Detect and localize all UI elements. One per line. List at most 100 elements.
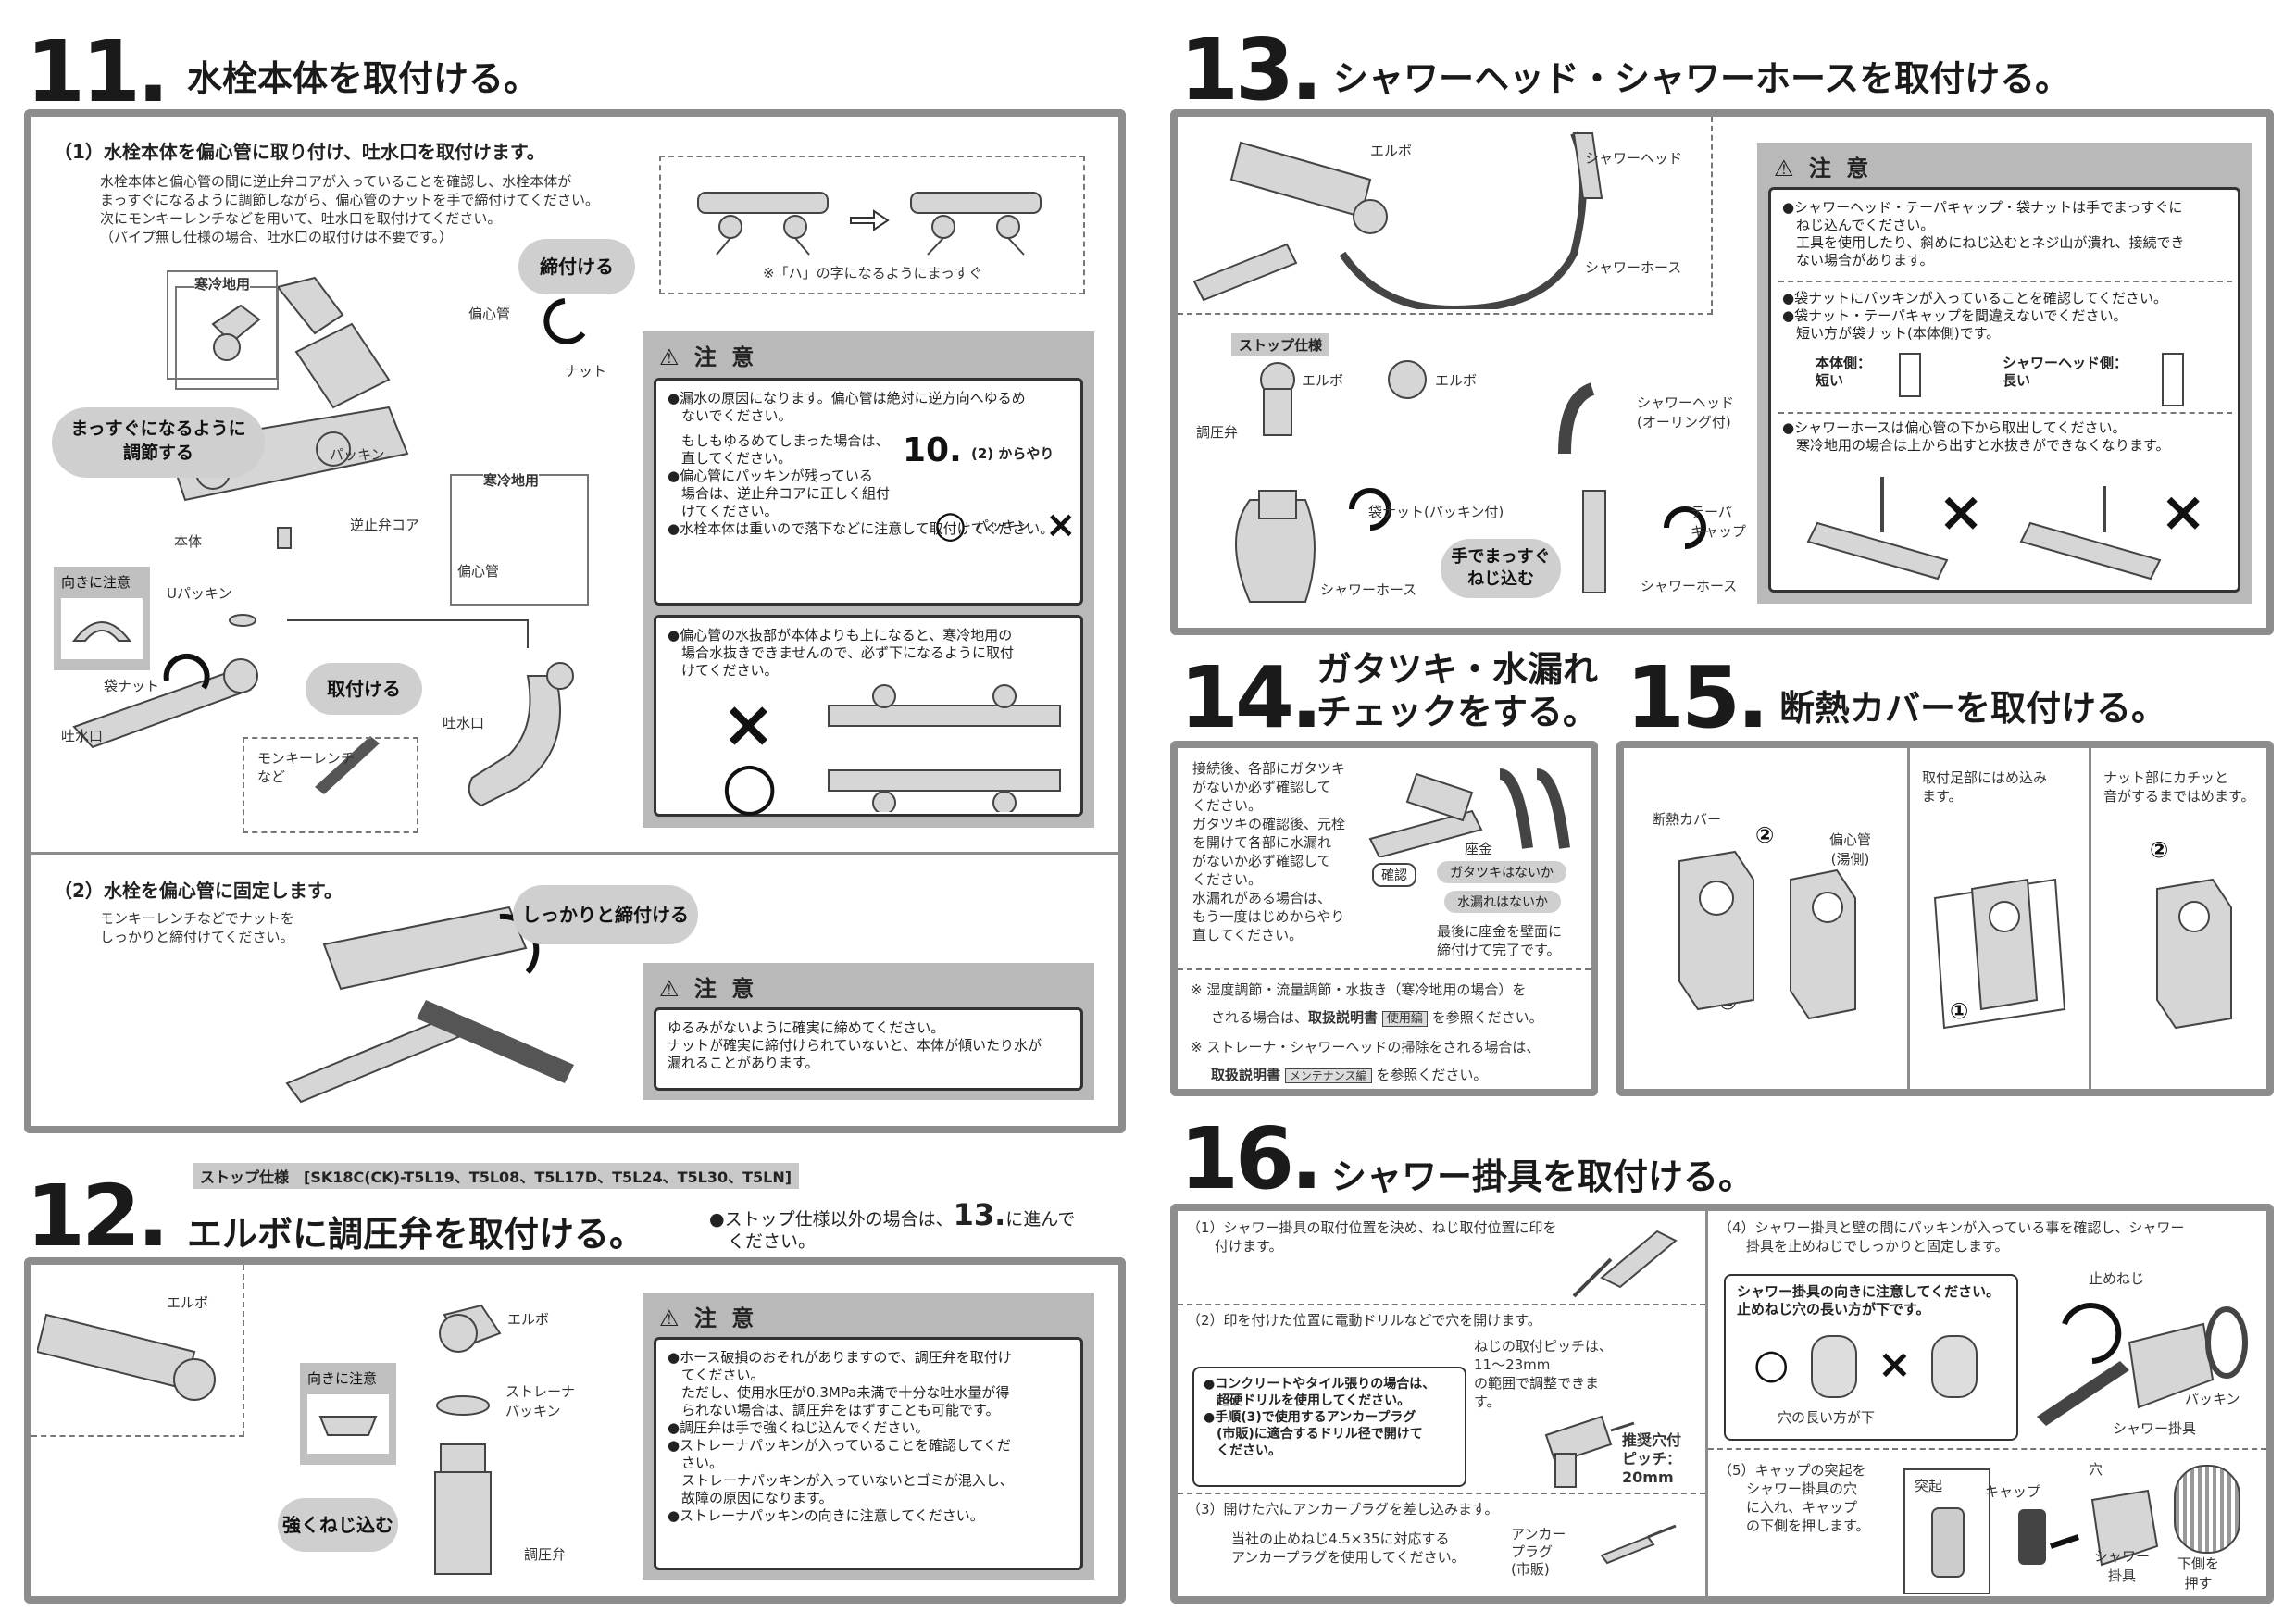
shita-label: 下側を押す <box>2177 1555 2220 1592</box>
cloud-tsuyoku: 強くねじ込む <box>278 1498 398 1552</box>
cap-press-icon <box>2174 1465 2240 1554</box>
hachi-note: ※「ハ」の字になるようにまっすぐ <box>763 265 982 281</box>
s13-taper: テーパキャップ <box>1691 504 1747 540</box>
s13-elbo-3: エルボ <box>1435 372 1478 389</box>
section-12-number: 12. <box>26 1167 169 1266</box>
hose-routing-diagram <box>1806 477 2162 581</box>
hole-correct-icon <box>1811 1335 1857 1398</box>
concrete-note-box: ●コンクリートやタイル張りの場合は、 超硬ドリルを使用してください。●手順(3)… <box>1192 1367 1466 1487</box>
s13-fukuro: 袋ナット(パッキン付) <box>1368 504 1504 520</box>
s14-text: 接続後、各部にガタツキがないか必ず確認してください。 ガタツキの確認後、元栓を開… <box>1192 760 1346 943</box>
s16-cap-illustration <box>2018 1489 2159 1567</box>
tosuiguchi-label-1: 吐水口 <box>61 728 104 744</box>
s11-caution-2: ⚠ 注 意 ゆるみがないように確実に締めてください。ナットが確実に締付けられてい… <box>643 963 1094 1100</box>
bubble-mizumore: 水漏れはないか <box>1444 891 1561 913</box>
drill-icon <box>1544 1415 1635 1488</box>
nut-label: ナット <box>565 363 607 380</box>
section-14-panel <box>1170 741 1598 1096</box>
hole-wrong-icon <box>1931 1335 1978 1398</box>
strainer-packing-icon <box>318 1416 378 1436</box>
s15-fit-illustration <box>1933 878 2066 1030</box>
s13-hose-3: シャワーホース <box>1641 578 1738 594</box>
cloud-toritsukeru: 取付ける <box>306 663 422 715</box>
s13-top-box <box>1178 117 1713 315</box>
s12-stop-tag: ストップ仕様 [SK18C(CK)-T5L19、T5L08、T5L17D、T5L… <box>193 1163 800 1189</box>
fukuro-nut-label: 袋ナット <box>104 678 160 694</box>
caution-packing-label: パッキン <box>975 518 1030 534</box>
anchor-plug-icon <box>1600 1524 1677 1565</box>
kanrei-label-2: 寒冷地用 <box>483 470 540 490</box>
kanrei-label-1: 寒冷地用 <box>194 274 251 294</box>
muki-note-box-16: シャワー掛具の向きに注意してください。止めねじ穴の長い方が下です。 ○ × 穴の… <box>1724 1274 2018 1441</box>
x-mark-big: × <box>721 686 776 762</box>
side-head: シャワーヘッド側：長い <box>2003 355 2128 389</box>
s12-strainer-label: ストレーナパッキン <box>505 1383 576 1419</box>
nagai-label: 穴の長い方が下 <box>1778 1409 1876 1426</box>
muki-box-12: 向きに注意 <box>300 1363 396 1465</box>
s11-step1-title: （1）水栓本体を偏心管に取り付け、吐水口を取付けます。 <box>54 141 545 163</box>
s15-col3: ナット部にカチッと音がするまではめます。 <box>2103 769 2255 805</box>
s13-head-oring: シャワーヘッド(オーリング付) <box>1637 394 1735 431</box>
warning-icon: ⚠ <box>659 1305 683 1331</box>
s11-wrench-illustration <box>285 906 574 1104</box>
section-13-number: 13. <box>1179 20 1323 119</box>
kakegu-label-2: シャワー掛具 <box>2094 1548 2151 1584</box>
o-mark-big: ○ <box>721 747 779 823</box>
s13-chouatsu: 調圧弁 <box>1196 424 1239 441</box>
henshinkan-direction-diagram <box>828 684 1061 812</box>
ref-text: (2) からやり <box>971 445 1054 462</box>
packing-label: パッキン <box>330 446 385 463</box>
s13-elbo-1: エルボ <box>1370 143 1413 159</box>
u-packing-icon <box>71 621 132 642</box>
s14-last: 最後に座金を壁面に締付けて完了です。 <box>1437 923 1563 958</box>
s16-step1: （1）シャワー掛具の取付位置を決め、ねじ取付位置に印を 付けます。 <box>1187 1219 1557 1255</box>
s14-zagane: 座金 <box>1465 841 1493 857</box>
muki-box-11: 向きに注意 <box>54 567 150 670</box>
kanrei-box-1 <box>167 270 278 380</box>
section-15-number: 15. <box>1626 648 1769 747</box>
henshinkan-label-2: 偏心管 <box>457 563 500 580</box>
tokki-box: 突起 <box>1903 1468 1990 1594</box>
s15-henshin-label: 偏心管(湯側) <box>1829 831 1872 868</box>
s12-elbo-label-1: エルボ <box>167 1294 209 1311</box>
x-mark-16: × <box>1878 1341 1912 1388</box>
tosuiguchi-label-2: 吐水口 <box>443 715 485 731</box>
s16-step3b: 当社の止めねじ4.5×35に対応するアンカープラグを使用してください。 <box>1231 1530 1466 1566</box>
cloud-massugu: まっすぐになるように調節する <box>52 407 265 478</box>
s13-shower-hose-1: シャワーホース <box>1585 259 1682 276</box>
s11-step2-text: モンキーレンチなどでナットをしっかりと締付けてください。 <box>100 910 294 945</box>
s15-snap-illustration <box>2156 878 2232 1030</box>
side-hontai: 本体側：短い <box>1816 355 1872 389</box>
hachi-note-box: ※「ハ」の字になるようにまっすぐ <box>659 156 1085 294</box>
s13-hose-illustration <box>1192 131 1603 309</box>
s16-drill-pitch: 推奨穴付ピッチ：20mm <box>1622 1431 1682 1486</box>
s11-step2-title: （2）水栓を偏心管に固定します。 <box>54 880 343 902</box>
u-packing-label: Uパッキン <box>167 585 232 602</box>
s15-cover-illustration <box>1678 850 1856 1020</box>
o-mark: ○ <box>934 504 967 546</box>
s12-chouatsu-label: 調圧弁 <box>524 1546 567 1563</box>
x-mark-13a: × <box>1938 480 1985 544</box>
section-15-title: 断熱カバーを取付ける。 <box>1779 688 2167 729</box>
s13-elbo-2: エルボ <box>1302 372 1344 389</box>
ana-label: 穴 <box>2089 1461 2103 1478</box>
s11-caution-1: ⚠ 注 意 ●漏水の原因になります。偏心管は絶対に逆方向へゆるめ ないでください… <box>643 331 1094 828</box>
s12-corner-box <box>31 1265 244 1437</box>
o-mark-16: ○ <box>1753 1341 1790 1388</box>
s16-step2: （2）印を付けた位置に電動ドリルなどで穴を開けます。 <box>1187 1312 1541 1329</box>
gyakushi-label: 逆止弁コア <box>350 517 420 533</box>
s13-caution: ⚠ 注 意 ●シャワーヘッド・テーパキャップ・袋ナットは手でまっすぐに ねじ込ん… <box>1757 143 2252 604</box>
s13-stop-illustration <box>1235 360 1706 603</box>
ref-num-10: 10. <box>903 431 962 469</box>
s11-faucet-illustration <box>72 276 586 807</box>
section-14-number: 14. <box>1179 648 1323 747</box>
s13-shower-head: シャワーヘッド <box>1585 150 1683 167</box>
circle-2-b: ② <box>2150 837 2169 863</box>
cap-label: キャップ <box>1985 1483 2041 1500</box>
kakegu-label: シャワー掛具 <box>2113 1420 2197 1437</box>
bubble-gatatsuki: ガタツキはないか <box>1437 861 1566 883</box>
henshinkan-label-1: 偏心管 <box>468 306 511 322</box>
section-16-number: 16. <box>1179 1109 1323 1208</box>
tomeneji-label: 止めねじ <box>2089 1270 2145 1287</box>
